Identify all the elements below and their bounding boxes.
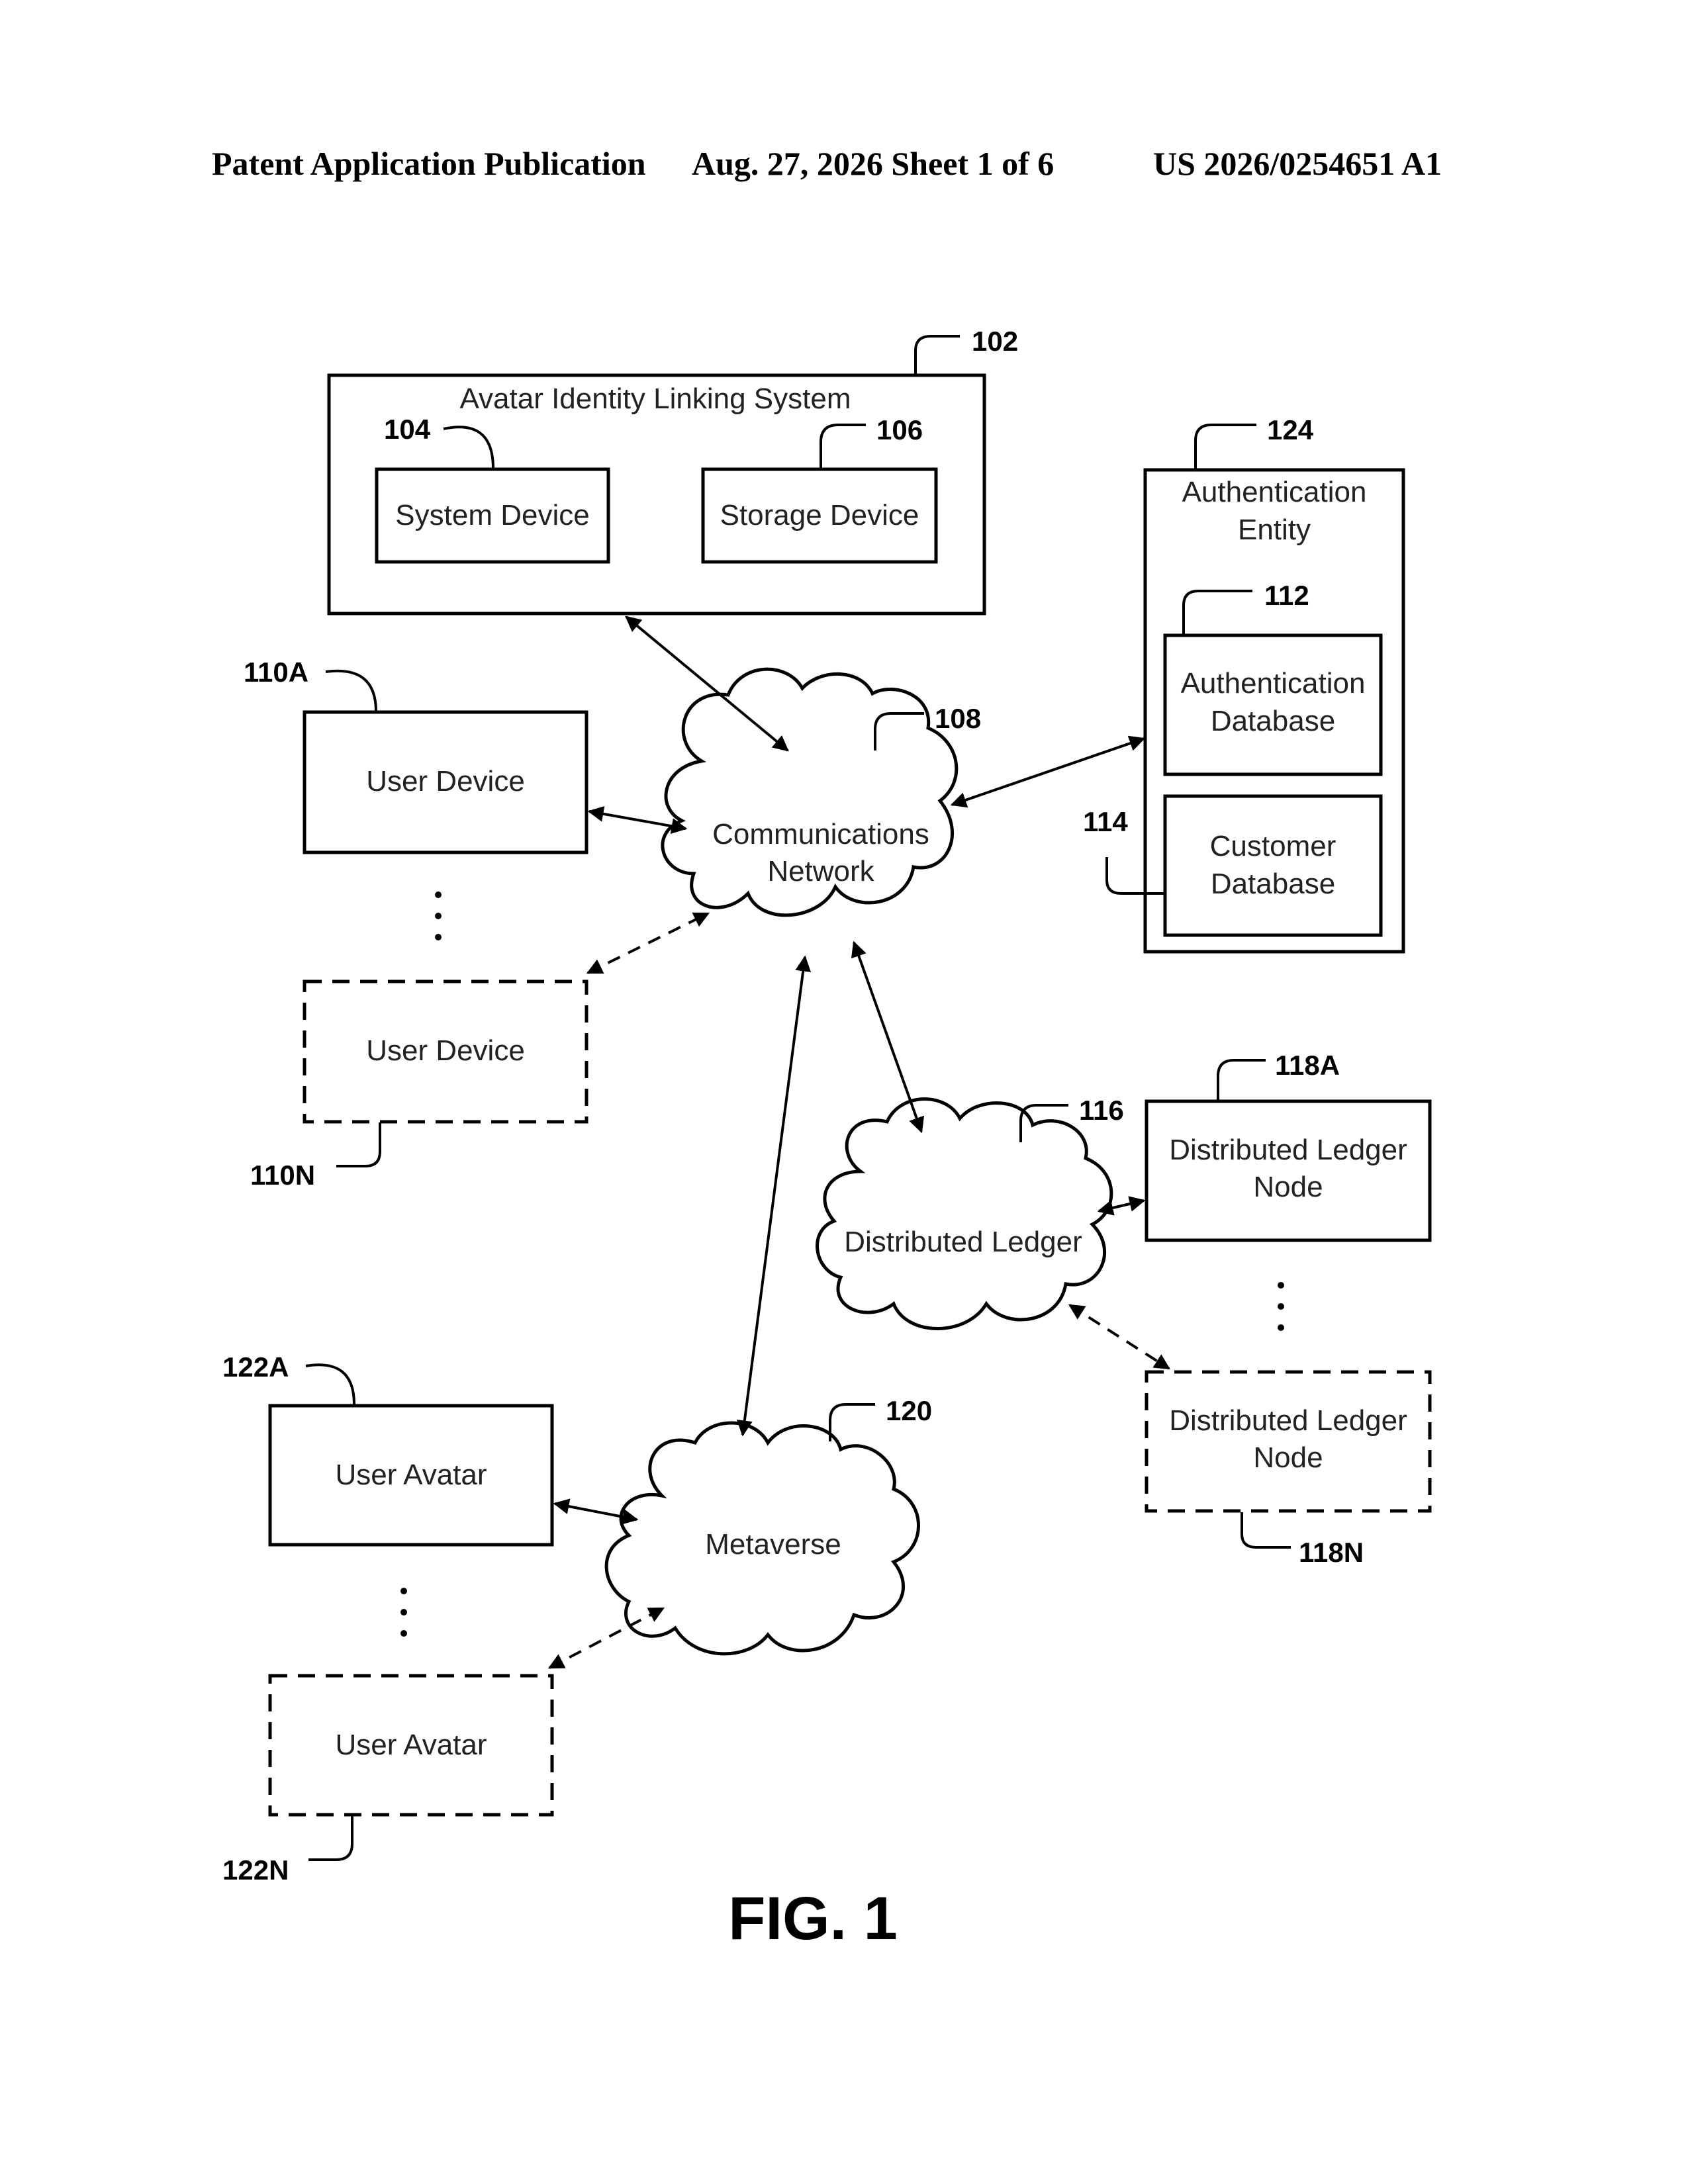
leader-120 — [830, 1404, 875, 1441]
ref-122n: 122N — [222, 1854, 289, 1886]
leader-110a — [326, 671, 376, 711]
leader-118a — [1218, 1060, 1266, 1100]
leader-124 — [1196, 425, 1256, 469]
auth-entity-label-2: Entity — [1238, 514, 1311, 546]
ledger-node-a-label-2: Node — [1253, 1171, 1323, 1203]
comm-network-label-2: Network — [767, 855, 874, 887]
ellipsis-dot — [400, 1609, 407, 1615]
user-avatar-n-label: User Avatar — [335, 1729, 487, 1761]
ellipsis-dot — [1278, 1324, 1284, 1331]
user-avatar-n: User Avatar — [270, 1676, 552, 1815]
ref-106: 106 — [876, 414, 923, 445]
link-network-auth — [952, 739, 1144, 805]
ref-118a: 118A — [1275, 1050, 1340, 1081]
storage-device: Storage Device — [703, 469, 936, 562]
customer-database: Customer Database — [1165, 796, 1381, 935]
leader-122n — [308, 1816, 352, 1860]
metaverse-label: Metaverse — [705, 1528, 841, 1561]
link-device-n-network — [588, 913, 708, 973]
figure-label: FIG. 1 — [728, 1885, 898, 1952]
user-device-a: User Device — [305, 712, 586, 852]
ellipsis-dot — [435, 913, 442, 919]
ellipsis-dot — [400, 1630, 407, 1637]
ledger-node-n: Distributed Ledger Node — [1147, 1372, 1430, 1511]
communications-network-cloud: Communications Network — [663, 669, 957, 915]
ellipsis-dot — [435, 891, 442, 898]
system-device-label: System Device — [395, 499, 589, 531]
system-device: System Device — [377, 469, 608, 562]
ref-102: 102 — [972, 326, 1018, 357]
user-avatar-a-label: User Avatar — [335, 1459, 487, 1491]
leader-110n — [336, 1122, 380, 1166]
leader-102 — [915, 336, 960, 374]
avatar-system-label: Avatar Identity Linking System — [459, 383, 851, 415]
ref-108: 108 — [935, 703, 981, 734]
ref-112: 112 — [1264, 580, 1309, 611]
ref-116: 116 — [1079, 1095, 1124, 1126]
leader-118n — [1242, 1512, 1291, 1547]
ledger-node-n-label-2: Node — [1253, 1441, 1323, 1474]
link-network-metaverse — [743, 957, 805, 1435]
storage-device-label: Storage Device — [720, 499, 919, 531]
ledger-label: Distributed Ledger — [844, 1226, 1082, 1258]
ellipsis-dot — [1278, 1303, 1284, 1310]
ellipsis-dot — [435, 934, 442, 940]
customer-db-label-2: Database — [1211, 868, 1335, 900]
ledger-node-a: Distributed Ledger Node — [1147, 1101, 1430, 1240]
link-network-ledger — [854, 942, 921, 1132]
auth-db-label-1: Authentication — [1181, 667, 1366, 700]
ledger-node-n-label-1: Distributed Ledger — [1169, 1404, 1407, 1437]
user-avatar-a: User Avatar — [270, 1406, 552, 1545]
ref-114: 114 — [1083, 806, 1128, 837]
user-device-n-label: User Device — [366, 1034, 525, 1067]
ref-104: 104 — [384, 414, 431, 445]
ref-122a: 122A — [222, 1351, 289, 1383]
comm-network-label-1: Communications — [712, 818, 929, 850]
auth-entity-label-1: Authentication — [1182, 476, 1367, 508]
customer-db-label-1: Customer — [1210, 830, 1336, 862]
ellipsis-dot — [1278, 1282, 1284, 1289]
user-device-n: User Device — [305, 981, 586, 1122]
ref-124: 124 — [1267, 414, 1314, 445]
ref-110n: 110N — [250, 1160, 315, 1191]
leader-122a — [306, 1365, 354, 1404]
link-ledger-node-n — [1070, 1305, 1169, 1369]
auth-db-label-2: Database — [1211, 705, 1335, 737]
ref-118n: 118N — [1299, 1537, 1364, 1568]
distributed-ledger-cloud: Distributed Ledger — [818, 1099, 1111, 1329]
ledger-node-a-label-1: Distributed Ledger — [1169, 1134, 1407, 1166]
metaverse-cloud: Metaverse — [606, 1423, 918, 1654]
ref-120: 120 — [886, 1395, 932, 1426]
authentication-database: Authentication Database — [1165, 635, 1381, 774]
ellipsis-dot — [400, 1588, 407, 1594]
user-device-a-label: User Device — [366, 765, 525, 797]
ref-110a: 110A — [244, 657, 308, 688]
